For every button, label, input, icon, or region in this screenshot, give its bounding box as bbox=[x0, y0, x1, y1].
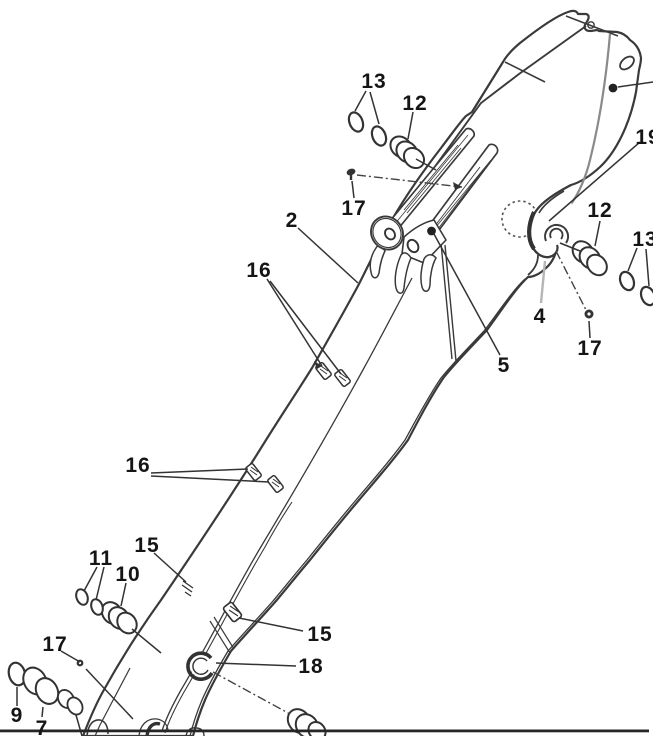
svg-text:13: 13 bbox=[632, 228, 653, 251]
svg-text:19: 19 bbox=[635, 126, 653, 149]
svg-text:16: 16 bbox=[246, 259, 271, 282]
svg-text:15: 15 bbox=[134, 534, 159, 557]
svg-text:15: 15 bbox=[307, 623, 332, 646]
svg-text:17: 17 bbox=[577, 337, 602, 360]
svg-text:4: 4 bbox=[534, 305, 547, 328]
svg-text:12: 12 bbox=[587, 199, 612, 222]
svg-text:2: 2 bbox=[286, 209, 299, 232]
svg-text:18: 18 bbox=[298, 655, 323, 678]
svg-text:17: 17 bbox=[341, 197, 366, 220]
svg-text:13: 13 bbox=[361, 70, 386, 93]
svg-text:10: 10 bbox=[115, 563, 140, 586]
svg-text:17: 17 bbox=[42, 633, 67, 656]
svg-text:5: 5 bbox=[498, 354, 511, 377]
svg-text:12: 12 bbox=[402, 92, 427, 115]
svg-text:7: 7 bbox=[36, 717, 49, 736]
svg-text:11: 11 bbox=[89, 547, 113, 570]
svg-text:16: 16 bbox=[125, 454, 150, 477]
svg-text:9: 9 bbox=[11, 704, 24, 727]
